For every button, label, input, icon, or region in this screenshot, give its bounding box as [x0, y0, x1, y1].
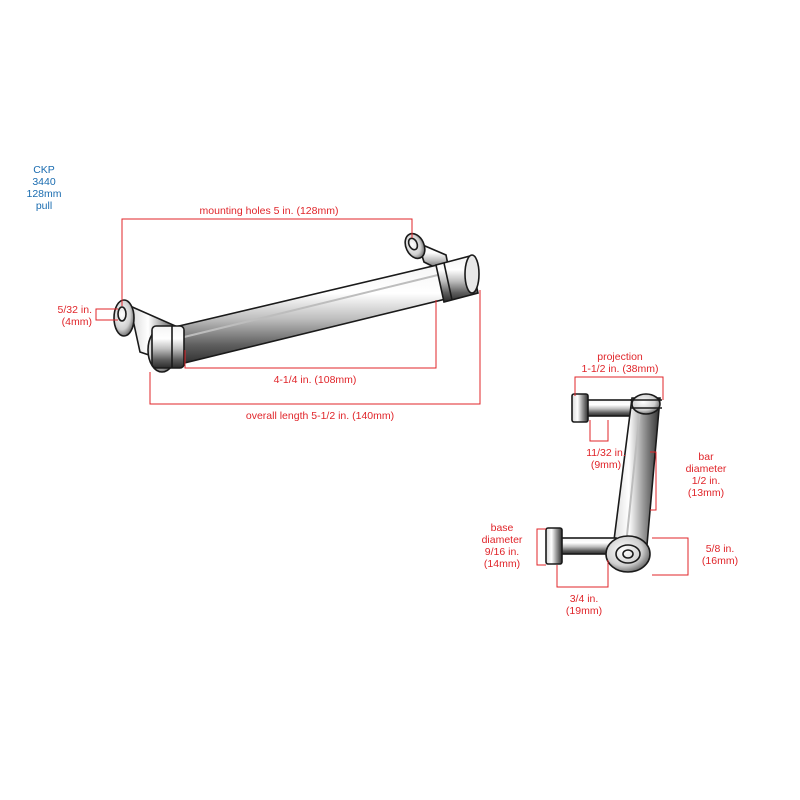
end-diameter-in: 5/8 in.: [705, 543, 735, 555]
post-gap-in: 11/32 in.: [586, 447, 626, 459]
front-dimension-lines: [95, 218, 481, 405]
base-diameter-l2: diameter: [481, 534, 523, 546]
bar-diameter-l2: diameter: [685, 463, 727, 475]
product-type: pull: [35, 200, 53, 212]
inner-length-label: 4-1/4 in. (108mm): [273, 374, 357, 386]
end-diameter-label: 5/8 in. (16mm): [690, 543, 750, 567]
side-dimension-lines: [536, 376, 689, 588]
product-label: CKP 3440 128mm pull: [22, 164, 66, 212]
post-length-label: 3/4 in. (19mm): [554, 593, 614, 617]
overall-length-label: overall length 5-1/2 in. (140mm): [245, 410, 395, 422]
bar-diameter-label: bar diameter 1/2 in. (13mm): [676, 451, 736, 499]
base-diameter-mm: (14mm): [483, 558, 521, 570]
hole-size-in: 5/32 in.: [57, 304, 92, 316]
product-brand: CKP: [33, 164, 55, 176]
pull-bar-side: [611, 393, 662, 557]
lower-end-cap-side: [605, 535, 651, 573]
base-diameter-l1: base: [490, 522, 514, 534]
projection-label: projection 1-1/2 in. (38mm): [566, 351, 674, 375]
projection-title: projection: [597, 351, 643, 363]
post-gap-label: 11/32 in. (9mm): [576, 447, 636, 471]
post-length-mm: (19mm): [565, 605, 603, 617]
upper-post-side: [571, 393, 633, 423]
pull-front-view: [113, 232, 480, 373]
projection-value: 1-1/2 in. (38mm): [581, 363, 659, 375]
base-diameter-label: base diameter 9/16 in. (14mm): [472, 522, 532, 570]
bar-diameter-l1: bar: [698, 451, 714, 463]
pull-bar-front: [161, 261, 459, 367]
hole-size-label: 5/32 in. (4mm): [36, 304, 92, 328]
bar-diameter-in: 1/2 in.: [691, 475, 721, 487]
product-model: 3440: [32, 176, 56, 188]
right-end-cap-front: [435, 254, 480, 303]
base-diameter-in: 9/16 in.: [484, 546, 520, 558]
lower-post-side: [545, 527, 617, 565]
end-diameter-mm: (16mm): [701, 555, 739, 567]
bar-diameter-mm: (13mm): [687, 487, 725, 499]
hole-size-mm: (4mm): [61, 316, 92, 328]
post-gap-mm: (9mm): [590, 459, 622, 471]
post-length-in: 3/4 in.: [569, 593, 599, 605]
pull-side-view: [545, 393, 662, 573]
product-size: 128mm: [26, 188, 62, 200]
left-post-front: [113, 299, 185, 373]
mounting-holes-label: mounting holes 5 in. (128mm): [199, 205, 339, 217]
